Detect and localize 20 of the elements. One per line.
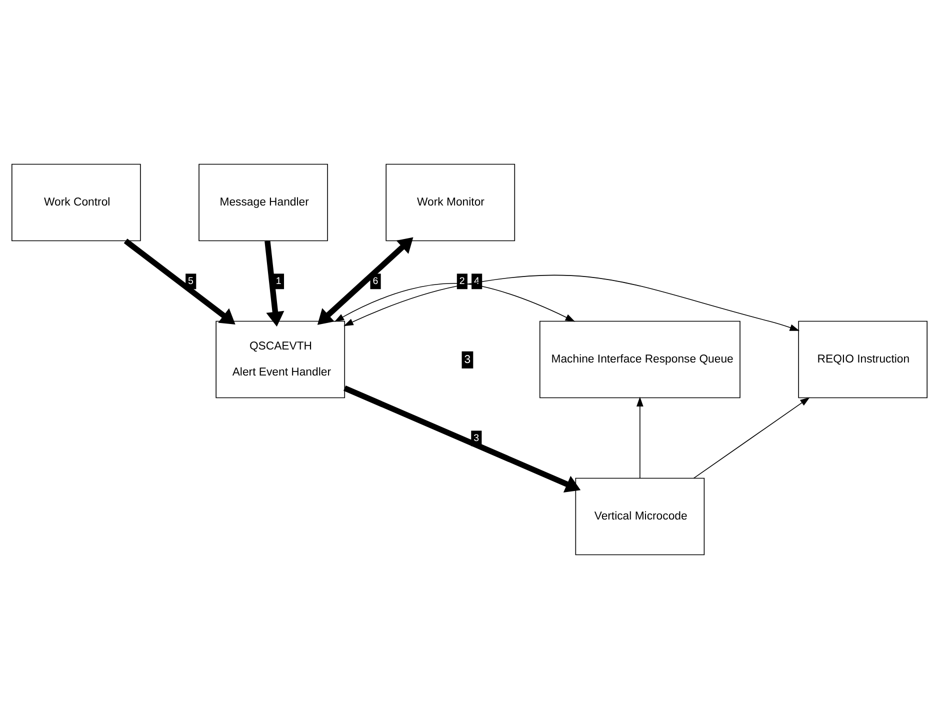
label: 3	[464, 354, 471, 366]
arrow	[693, 397, 810, 479]
node-box: Message Handler	[198, 164, 328, 242]
arrow	[317, 237, 414, 325]
node-box: Work Monitor	[386, 164, 516, 242]
edge-label: 6	[372, 276, 378, 287]
node-box: Work Control	[11, 164, 141, 242]
arrow	[636, 396, 644, 479]
arrow	[264, 240, 284, 327]
node-box: QSCAEVTH Alert Event Handler	[216, 320, 346, 398]
node-box: Vertical Microcode	[575, 478, 705, 556]
node-box: REQIO Instruction	[798, 320, 928, 398]
edge-label: 3	[474, 432, 480, 444]
arrow	[334, 283, 576, 322]
edge-label: 2	[459, 276, 465, 287]
arrow	[124, 238, 236, 324]
edge-label: 1	[276, 276, 282, 287]
edge-label: 5	[188, 276, 194, 287]
node-box: Machine Interface Response Queue	[539, 320, 740, 398]
arrow	[344, 385, 581, 492]
